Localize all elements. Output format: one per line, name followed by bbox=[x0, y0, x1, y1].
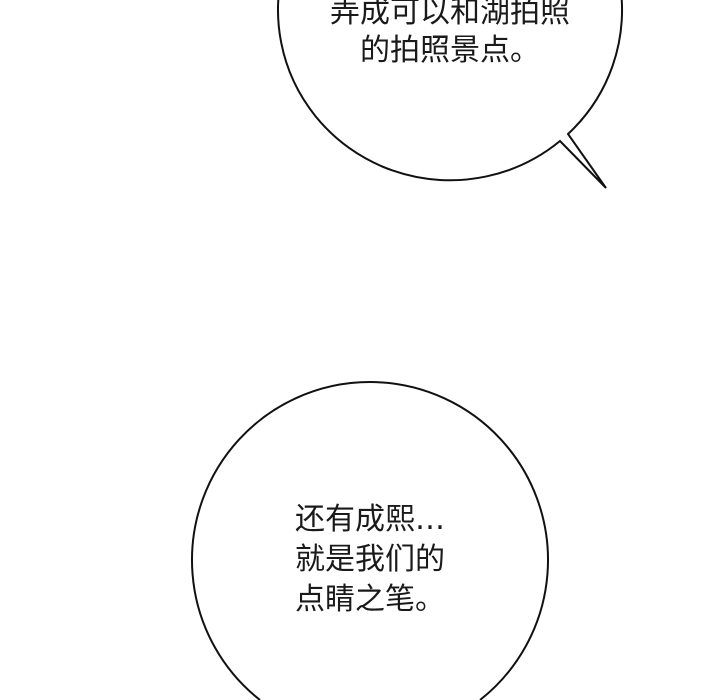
text-line: 还有成熙… bbox=[295, 502, 445, 537]
text-line: 的拍照景点。 bbox=[360, 33, 540, 68]
bottom-speech-bubble bbox=[191, 381, 549, 700]
top-bubble-text: 弄成可以和湖拍照 的拍照景点。 bbox=[300, 0, 600, 70]
text-line: 就是我们的 bbox=[295, 542, 445, 577]
text-line: 弄成可以和湖拍照 bbox=[330, 0, 570, 30]
top-speech-bubble bbox=[277, 0, 624, 189]
bottom-bubble-text: 还有成熙… 就是我们的 点睛之笔。 bbox=[220, 500, 520, 620]
text-line: 点睛之笔。 bbox=[295, 582, 445, 617]
